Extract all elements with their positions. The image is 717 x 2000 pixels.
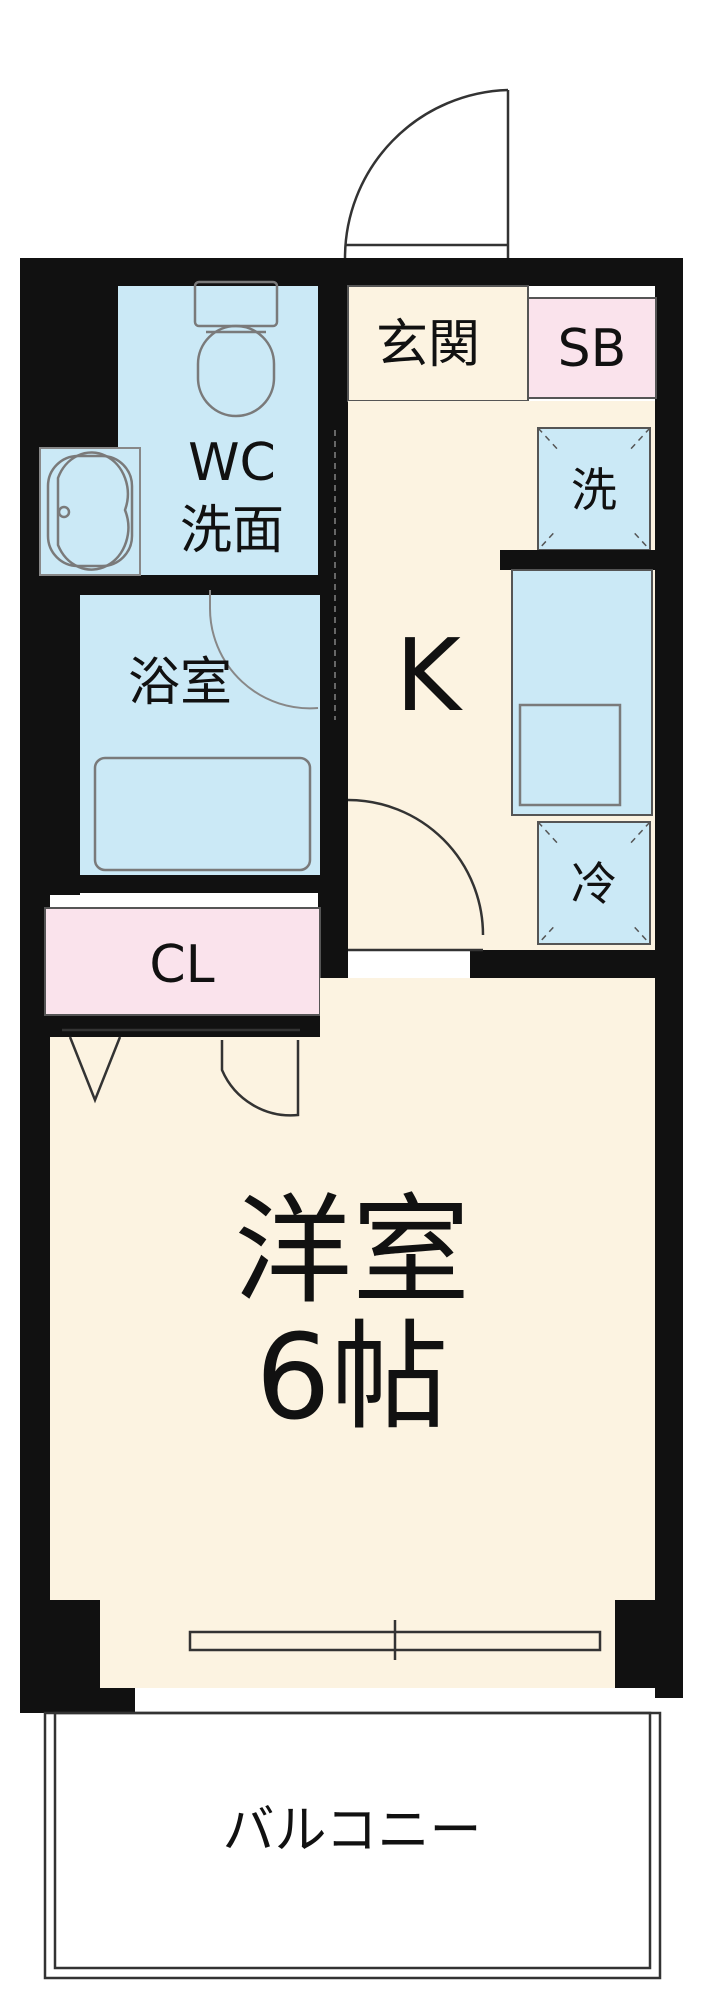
western-room-area: [50, 1037, 655, 1600]
wc-washroom-area: [118, 286, 318, 575]
sink-icon: [518, 703, 622, 807]
bathtub-icon: [93, 756, 312, 872]
entrance-area: [347, 285, 529, 402]
closet-door: [62, 1028, 300, 1117]
bath-door-swing: [208, 590, 319, 710]
fridge-label: 冷: [571, 857, 617, 911]
kitchen-label: K: [395, 617, 463, 734]
kitchen-door: [347, 798, 485, 952]
western-room-size: 6帖: [255, 1308, 448, 1446]
bath-area: [80, 595, 320, 875]
kitchen-counter: [511, 569, 653, 816]
bath-label: 浴室: [128, 653, 232, 713]
washbasin-area: [39, 447, 141, 576]
western-room-label: 洋室: [234, 1182, 470, 1320]
balcony-label: バルコニー: [223, 1801, 482, 1861]
washbasin-icon: [46, 451, 134, 571]
balcony-window: [188, 1620, 602, 1660]
shoe-box-label: SB: [558, 319, 627, 379]
entrance-door: [343, 88, 510, 259]
washroom-label: 洗面: [180, 501, 284, 561]
balcony-outline: [43, 1711, 662, 1980]
toilet-icon: [193, 280, 279, 418]
closet-area: [44, 907, 321, 1016]
washer-label: 洗: [571, 463, 617, 517]
closet-label: CL: [149, 935, 214, 995]
wc-label: WC: [188, 433, 276, 493]
shoe-box-area: [527, 297, 657, 399]
entrance-label: 玄関: [376, 315, 480, 375]
